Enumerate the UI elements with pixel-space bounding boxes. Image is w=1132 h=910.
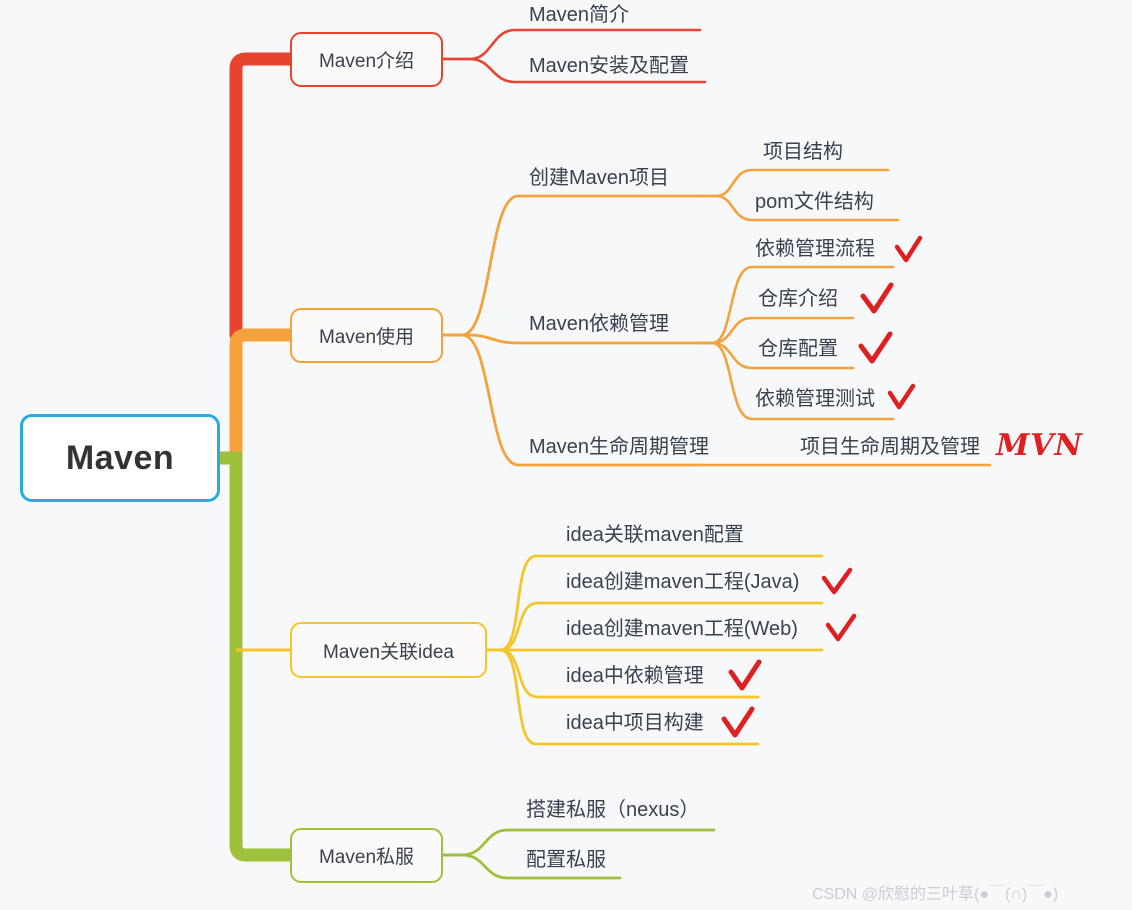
- check-icon-repo-intro: [860, 282, 894, 314]
- leaf-project-lifecycle-mgmt-label: 项目生命周期及管理: [800, 436, 980, 458]
- check-icon-idea-web: [825, 613, 857, 642]
- leaf-pom-structure[interactable]: pom文件结构: [755, 192, 874, 212]
- branch-node-nexus[interactable]: Maven私服: [290, 828, 443, 883]
- root-node-label: Maven: [65, 438, 175, 477]
- root-node[interactable]: Maven: [20, 414, 220, 502]
- leaf-config-nexus[interactable]: 配置私服: [526, 850, 606, 870]
- trunk-orange: [229, 328, 290, 458]
- leaf-build-nexus[interactable]: 搭建私服（nexus）: [526, 800, 699, 820]
- leaf-project-structure[interactable]: 项目结构: [763, 142, 843, 162]
- check-icon-repo-config: [858, 331, 893, 364]
- leaf-dependency-test[interactable]: 依赖管理测试: [755, 389, 875, 409]
- leaf-idea-create-java-label: idea创建maven工程(Java): [566, 571, 800, 593]
- leaf-maven-install[interactable]: Maven安装及配置: [529, 56, 689, 76]
- leaf-repository-intro-label: 仓库介绍: [758, 288, 838, 310]
- branch-node-intro-label: Maven介绍: [318, 51, 415, 72]
- leaf-idea-maven-config[interactable]: idea关联maven配置: [566, 525, 744, 545]
- leaf-idea-create-web[interactable]: idea创建maven工程(Web): [566, 619, 798, 639]
- leaf-create-maven-project[interactable]: 创建Maven项目: [529, 168, 669, 188]
- leaf-idea-project-build[interactable]: idea中项目构建: [566, 713, 704, 733]
- check-icon-dep-test: [887, 383, 916, 410]
- trunk-green: [218, 451, 290, 862]
- leaf-create-maven-project-label: 创建Maven项目: [529, 167, 670, 189]
- leaf-repository-config[interactable]: 仓库配置: [758, 339, 838, 359]
- leaf-build-nexus-label: 搭建私服（nexus）: [526, 799, 700, 821]
- branch-node-usage[interactable]: Maven使用: [290, 308, 443, 363]
- leaf-maven-dependency-mgmt-label: Maven依赖管理: [529, 313, 670, 335]
- leaf-project-structure-label: 项目结构: [763, 141, 843, 163]
- branch-node-usage-label: Maven使用: [318, 327, 415, 348]
- branch-node-intro[interactable]: Maven介绍: [290, 32, 443, 87]
- branch-node-nexus-label: Maven私服: [318, 847, 415, 868]
- leaf-repository-config-label: 仓库配置: [758, 338, 838, 360]
- check-icon-dep-flow: [894, 235, 923, 263]
- wire-usage-2: [441, 333, 702, 345]
- csdn-watermark-text: CSDN @欣慰的三叶草(●￣(∩)￣●): [812, 886, 1059, 903]
- branch-node-idea[interactable]: Maven关联idea: [290, 622, 487, 678]
- leaf-maven-intro-label: Maven简介: [529, 4, 630, 26]
- leaf-maven-dependency-mgmt[interactable]: Maven依赖管理: [529, 314, 669, 334]
- mvn-handwritten-annotation: MVN: [996, 428, 1083, 463]
- leaf-dependency-flow[interactable]: 依赖管理流程: [755, 239, 875, 259]
- leaf-idea-dependency-mgmt[interactable]: idea中依赖管理: [566, 666, 704, 686]
- leaf-maven-intro[interactable]: Maven简介: [529, 5, 629, 25]
- leaf-maven-install-label: Maven安装及配置: [529, 55, 690, 77]
- leaf-idea-dependency-mgmt-label: idea中依赖管理: [566, 665, 704, 687]
- leaf-maven-lifecycle-mgmt[interactable]: Maven生命周期管理: [529, 437, 709, 457]
- check-icon-idea-build: [721, 706, 755, 738]
- check-icon-idea-java: [821, 567, 853, 595]
- leaf-pom-structure-label: pom文件结构: [755, 191, 874, 213]
- leaf-maven-lifecycle-mgmt-label: Maven生命周期管理: [529, 436, 710, 458]
- leaf-idea-create-web-label: idea创建maven工程(Web): [566, 618, 798, 640]
- leaf-dependency-test-label: 依赖管理测试: [755, 388, 875, 410]
- leaf-idea-maven-config-label: idea关联maven配置: [566, 524, 744, 546]
- csdn-watermark: CSDN @欣慰的三叶草(●￣(∩)￣●): [812, 880, 1058, 904]
- mvn-annotation-text: MVN: [996, 428, 1083, 463]
- leaf-dependency-flow-label: 依赖管理流程: [755, 238, 875, 260]
- leaf-idea-project-build-label: idea中项目构建: [566, 712, 704, 734]
- leaf-idea-create-java[interactable]: idea创建maven工程(Java): [566, 572, 799, 592]
- check-icon-idea-dep: [728, 659, 762, 691]
- trunk-red: [229, 52, 297, 342]
- leaf-project-lifecycle-mgmt[interactable]: 项目生命周期及管理: [800, 437, 980, 457]
- leaf-repository-intro[interactable]: 仓库介绍: [758, 289, 838, 309]
- branch-node-idea-label: Maven关联idea: [323, 641, 454, 663]
- leaf-config-nexus-label: 配置私服: [526, 849, 606, 871]
